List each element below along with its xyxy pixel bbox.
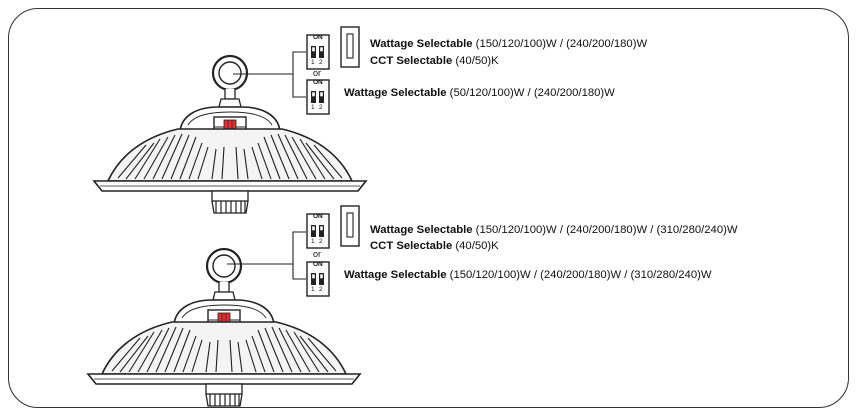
panel-1-line-2-value: (40/50)K [452, 55, 499, 67]
panel-2-line-1-key: Wattage Selectable [370, 224, 473, 236]
panel-1-line-3: Wattage Selectable (50/120/100)W / (240/… [344, 87, 615, 100]
switch-on-label-1b: ON [313, 79, 323, 86]
panel-2-line-3: Wattage Selectable (150/120/100)W / (240… [344, 269, 712, 282]
switch-on-label-2a: ON [313, 213, 323, 220]
switch-num-1d: 1 [311, 286, 315, 293]
panel-1-line-1: Wattage Selectable (150/120/100)W / (240… [370, 38, 647, 51]
switch-num-2c: 2 [319, 238, 323, 245]
panel-2-line-2-key: CCT Selectable [370, 240, 453, 252]
panel-2-line-1: Wattage Selectable (150/120/100)W / (240… [370, 224, 738, 237]
panel-1-line-3-value: (50/120/100)W / (240/200/180)W [446, 87, 615, 99]
toggle-switch-2 [340, 205, 360, 247]
or-label-2: or [313, 249, 322, 259]
panel-1-line-1-key: Wattage Selectable [370, 38, 473, 50]
leader-lines-1 [233, 51, 306, 98]
toggle-switch-1 [340, 26, 360, 68]
switch-num-2a: 2 [319, 59, 323, 66]
switch-num-1a: 1 [311, 59, 315, 66]
panel-2-line-1-value: (150/120/100)W / (240/200/180)W / (310/2… [472, 224, 738, 236]
panel-2-line-3-value: (150/120/100)W / (240/200/180)W / (310/2… [446, 269, 712, 281]
switch-on-label-2b: ON [313, 261, 323, 268]
panel-2-line-2-value: (40/50)K [452, 240, 499, 252]
leader-lines-2 [227, 231, 306, 280]
switch-on-label-1a: ON [313, 34, 323, 41]
diagram-frame [8, 8, 849, 408]
switch-num-2d: 2 [319, 286, 323, 293]
panel-2-line-2: CCT Selectable (40/50)K [370, 240, 499, 253]
switch-num-2b: 2 [319, 104, 323, 111]
panel-1-line-1-value: (150/120/100)W / (240/200/180)W [472, 38, 648, 50]
panel-2-line-3-key: Wattage Selectable [344, 269, 447, 281]
or-label-1: or [313, 68, 322, 78]
switch-num-1b: 1 [311, 104, 315, 111]
panel-1-line-2-key: CCT Selectable [370, 55, 453, 67]
panel-1-line-2: CCT Selectable (40/50)K [370, 55, 499, 68]
switch-num-1c: 1 [311, 238, 315, 245]
panel-1-line-3-key: Wattage Selectable [344, 87, 447, 99]
